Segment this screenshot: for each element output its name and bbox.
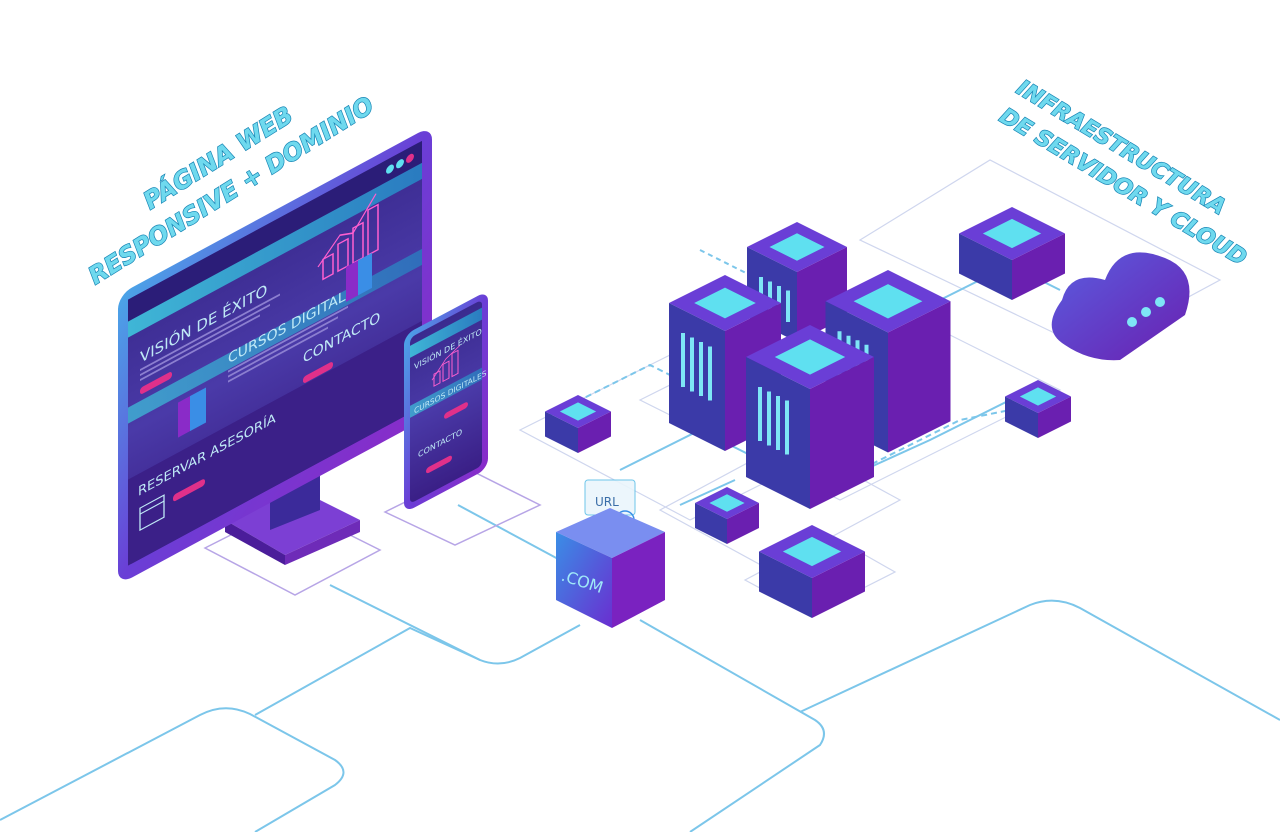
monitor: VISIÓN DE ÉXITO CURSOS DIGITALES CONTACT… — [118, 131, 432, 580]
server-vent — [785, 400, 789, 455]
phone: VISIÓN DE ÉXITO CURSOS DIGITALES CONTACT… — [404, 294, 488, 510]
books-icon — [178, 252, 372, 438]
server-cluster — [545, 207, 1071, 618]
phone-button[interactable] — [444, 401, 468, 420]
monitor-button[interactable] — [140, 371, 172, 395]
url-label: URL — [595, 495, 619, 509]
growth-chart-icon — [431, 344, 461, 387]
server-vent — [708, 346, 712, 401]
server-vent — [681, 333, 685, 387]
server-vent — [768, 281, 772, 313]
node-block — [545, 395, 611, 453]
monitor-button[interactable] — [173, 478, 205, 502]
window-dot-icon — [396, 159, 404, 169]
server-vent — [758, 387, 762, 441]
phone-button[interactable] — [426, 455, 452, 475]
server-vent — [777, 286, 781, 318]
node-block — [959, 207, 1065, 300]
node-block — [759, 525, 865, 618]
server-vent — [690, 337, 694, 392]
server-vent — [776, 396, 780, 450]
window-dot-icon — [406, 153, 414, 163]
server-vent — [699, 342, 703, 396]
cloud-icon — [1051, 252, 1190, 361]
server-cube — [746, 325, 874, 509]
server-vent — [767, 391, 771, 446]
server-vent — [759, 277, 763, 309]
node-block — [1005, 380, 1071, 438]
window-dot-icon — [386, 164, 394, 174]
domain-cube: URL .COM — [556, 479, 665, 628]
node-block — [695, 487, 759, 544]
monitor-button[interactable] — [303, 361, 333, 384]
calendar-icon — [139, 494, 165, 532]
server-vent — [786, 290, 790, 322]
